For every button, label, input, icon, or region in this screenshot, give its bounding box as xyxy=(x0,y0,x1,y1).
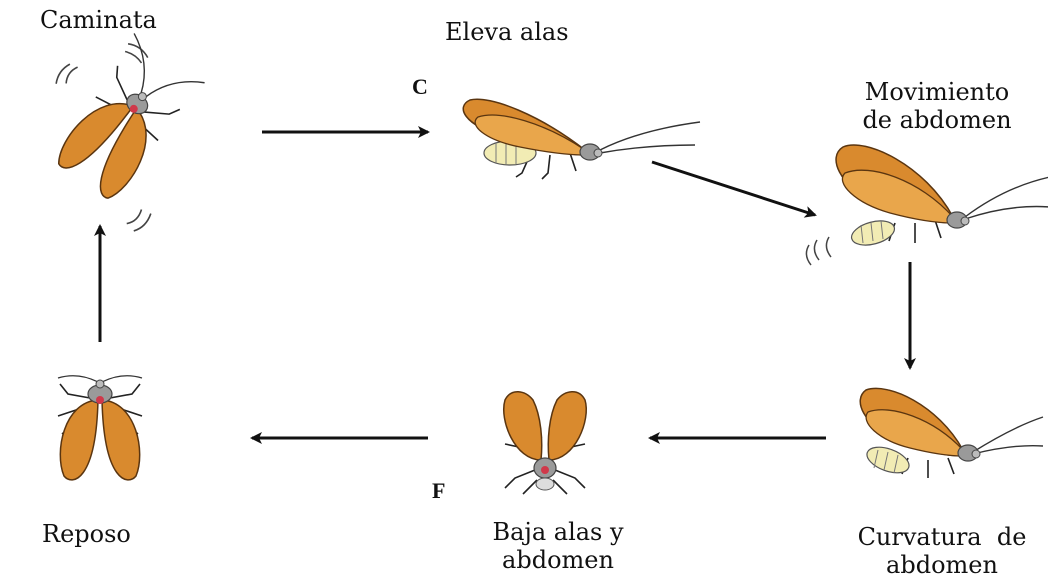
arrow-raise-to-abdomen xyxy=(652,162,815,215)
moth-lowering-wings-icon xyxy=(504,392,587,494)
panel-letter-f: F xyxy=(432,478,445,504)
label-abdomen-move-line1: Movimiento xyxy=(842,78,1032,106)
label-curvature-line2: abdomen xyxy=(842,551,1042,579)
panel-letter-c: C xyxy=(412,74,428,100)
moth-walking-icon xyxy=(10,12,231,234)
label-lower: Baja alas y abdomen xyxy=(478,518,638,574)
moth-abdomen-movement-icon xyxy=(806,145,1048,265)
moth-abdomen-curvature-icon xyxy=(860,388,1043,478)
label-rest: Reposo xyxy=(42,520,131,548)
label-abdomen-move: Movimiento de abdomen xyxy=(842,78,1032,134)
label-lower-line1: Baja alas y xyxy=(478,518,638,546)
label-lower-line2: abdomen xyxy=(478,546,638,574)
label-curvature: Curvatura de abdomen xyxy=(842,523,1042,579)
label-walk: Caminata xyxy=(40,6,157,34)
label-abdomen-move-line2: de abdomen xyxy=(842,106,1032,134)
moth-resting-icon xyxy=(58,376,142,480)
label-raise: Eleva alas xyxy=(445,18,569,46)
label-curvature-line1: Curvatura de xyxy=(842,523,1042,551)
